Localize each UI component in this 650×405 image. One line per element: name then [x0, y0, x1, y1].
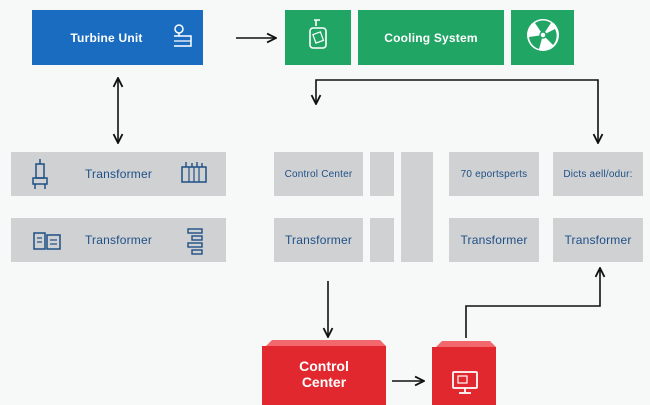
eportsperts-label: 70 eportsperts [460, 168, 528, 180]
turbine-unit-node[interactable]: Turbine Unit [32, 10, 203, 65]
panel-icon [33, 232, 61, 255]
transformer-coil-icon [180, 160, 208, 191]
narrow-block-bottom [370, 218, 394, 262]
transformer-mid[interactable]: Transformer [274, 218, 363, 262]
arrow-cooling-loop [316, 79, 598, 143]
control-center-gray-label: Control Center [284, 168, 353, 180]
monitor-icon [452, 371, 478, 400]
cooling-icon-tile[interactable] [285, 10, 351, 65]
dicts-label: Dicts aell/odur: [563, 168, 633, 180]
fan-icon [525, 17, 561, 58]
transformer-right-2-label: Transformer [564, 233, 632, 247]
cooling-system-label: Cooling System [384, 30, 478, 45]
transformer-device-icon [31, 158, 49, 195]
transformer-left-1-label: Transformer [84, 167, 153, 181]
control-center-gray[interactable]: Control Center [274, 152, 363, 196]
dicts-node[interactable]: Dicts aell/odur: [553, 152, 643, 196]
cooling-system-node[interactable]: Cooling System [358, 10, 504, 65]
narrow-block-top [370, 152, 394, 196]
control-center-red[interactable]: Control Center [262, 338, 386, 405]
fan-icon-tile[interactable] [511, 10, 574, 65]
transformer-right-2[interactable]: Transformer [553, 218, 643, 262]
turbine-unit-label: Turbine Unit [70, 30, 143, 45]
transformer-left-2-label: Transformer [84, 233, 153, 247]
control-center-red-label: Control Center [299, 358, 349, 390]
transformer-right-1[interactable]: Transformer [449, 218, 539, 262]
wrench-pipe-icon [171, 24, 195, 55]
transformer-right-1-label: Transformer [460, 233, 528, 247]
transformer-mid-label: Transformer [284, 233, 353, 247]
stack-icon [186, 227, 204, 260]
transformer-left-2[interactable]: Transformer [11, 218, 226, 262]
tall-block [401, 152, 433, 262]
monitor-node[interactable] [432, 341, 496, 405]
eportsperts-node[interactable]: 70 eportsperts [449, 152, 539, 196]
transformer-left-1[interactable]: Transformer [11, 152, 226, 196]
arrow-monitor-to-transformer [465, 268, 600, 338]
bottle-icon [305, 18, 331, 57]
